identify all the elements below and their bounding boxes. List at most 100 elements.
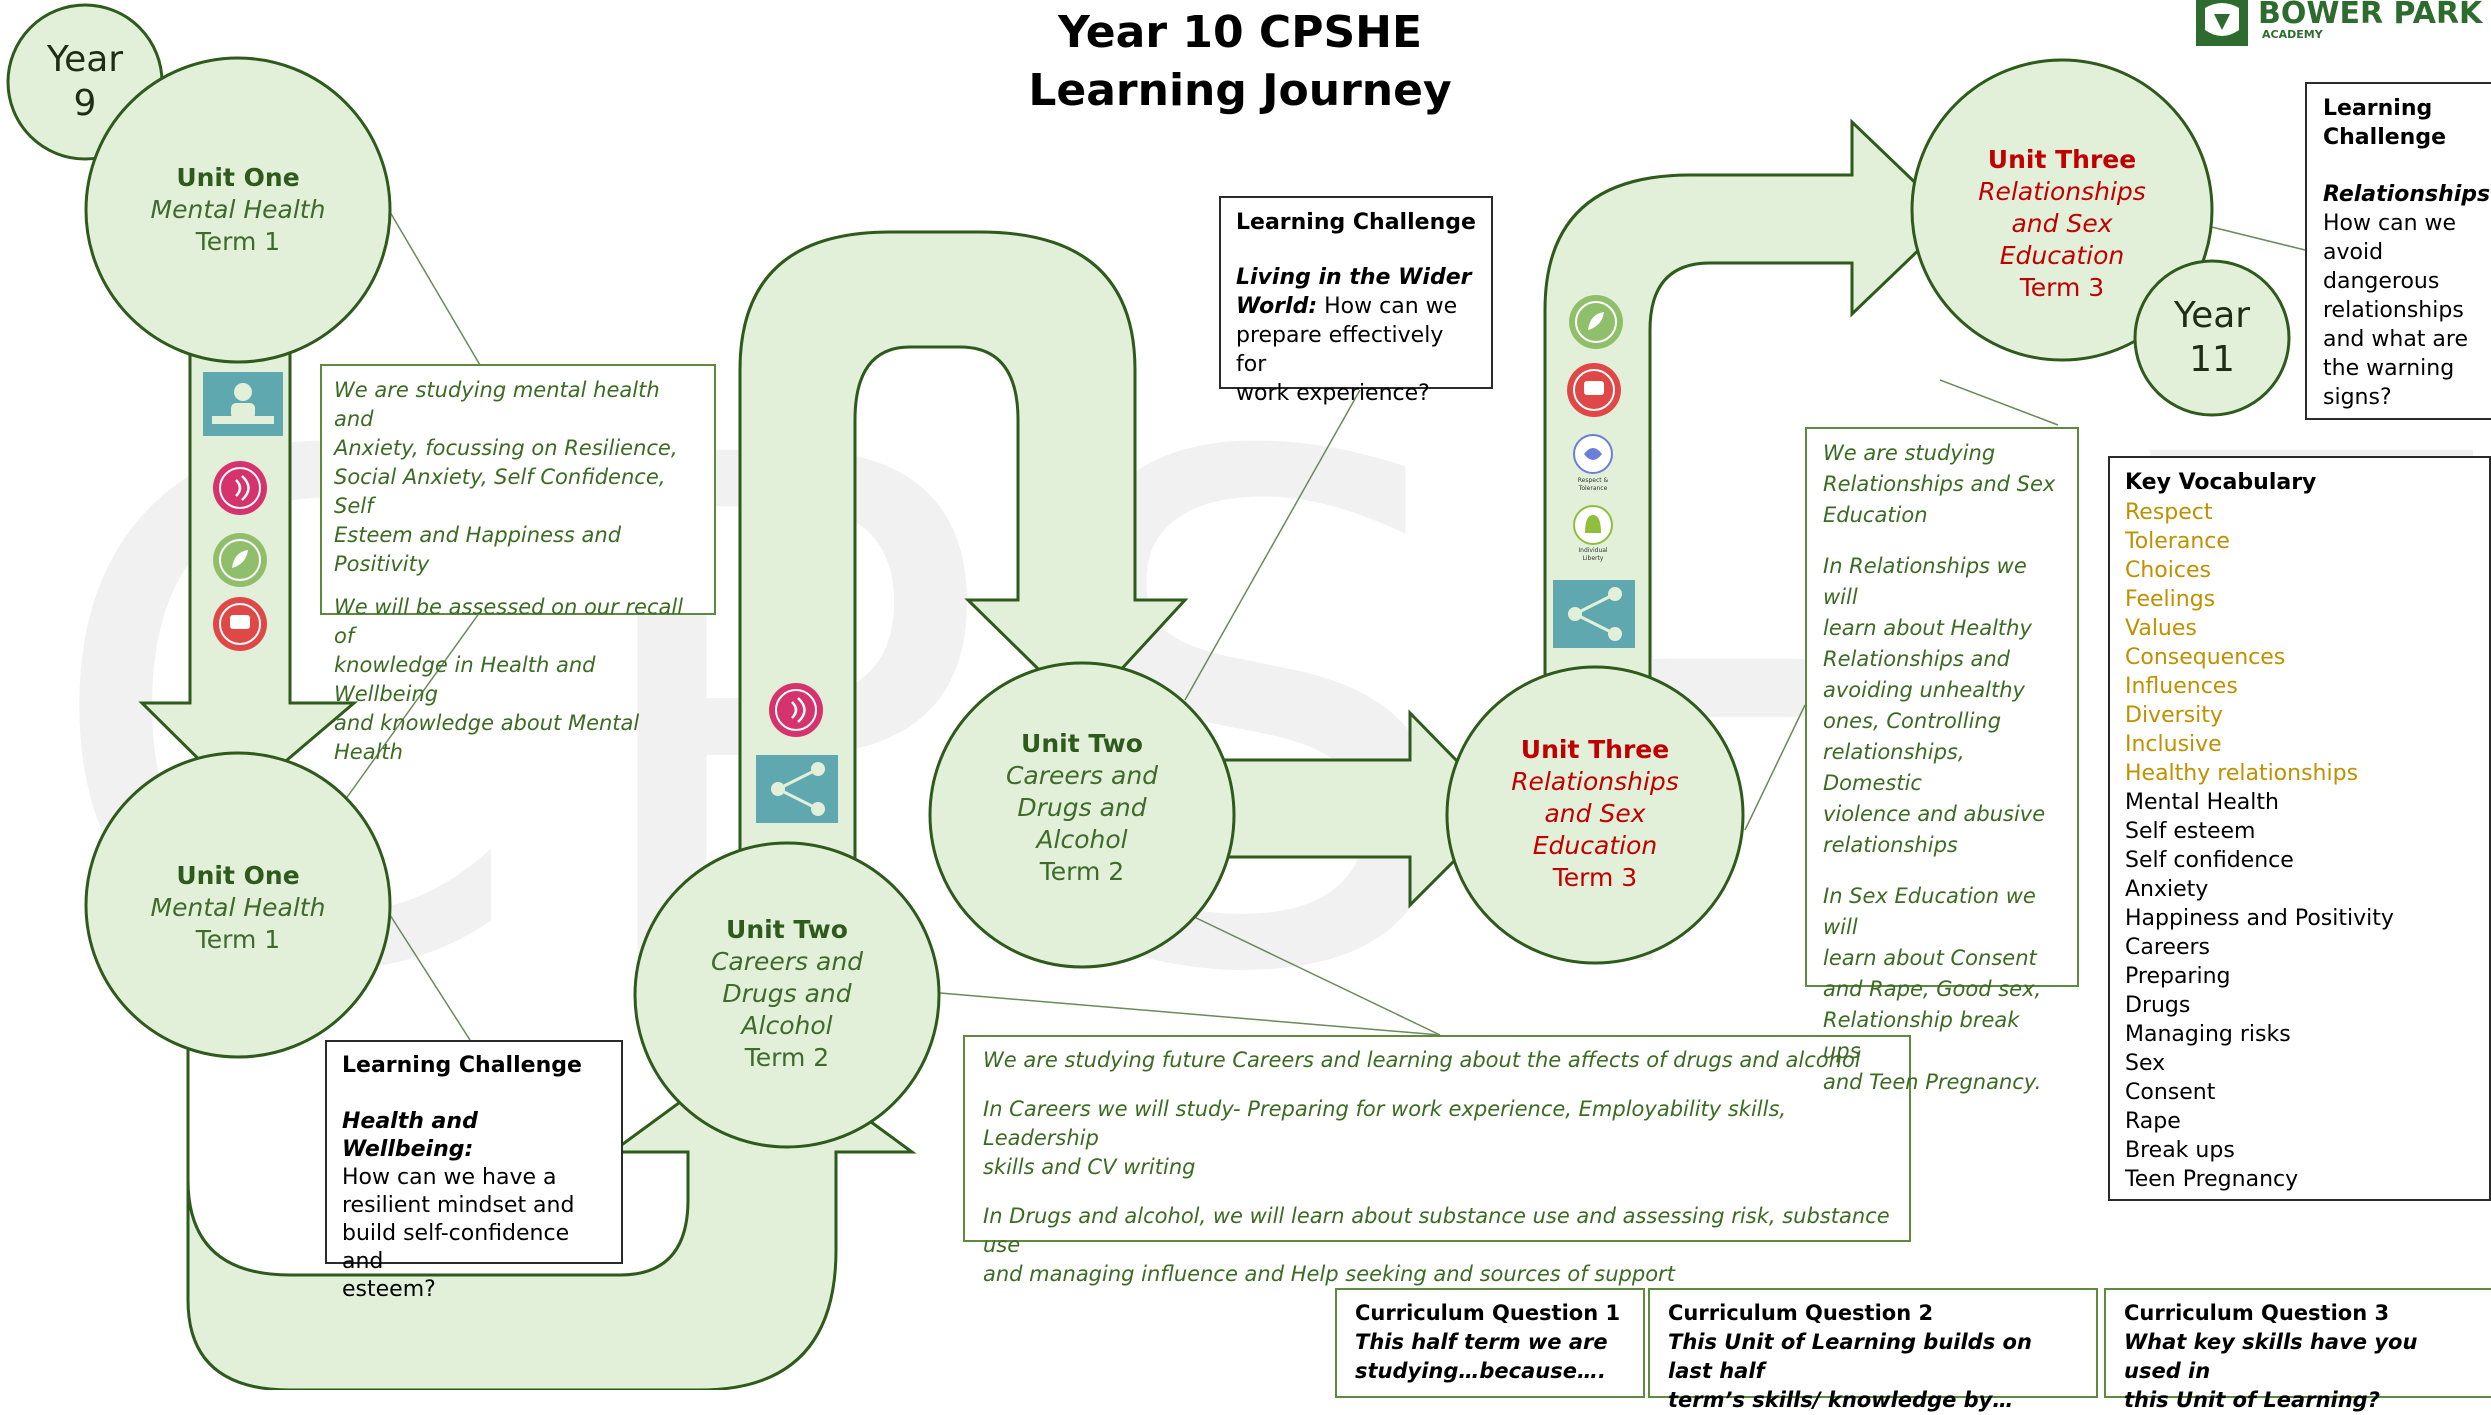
lc-question-line: resilient mindset and: [342, 1193, 575, 1218]
vocab-item: Consent: [2125, 1080, 2216, 1105]
unit-subject-line: and Sex: [2011, 209, 2113, 238]
info-line: and Teen Pregnancy.: [1823, 1070, 2042, 1094]
info-line: In Drugs and alcohol, we will learn abou…: [983, 1204, 1890, 1257]
mental-health-icon: [213, 533, 267, 587]
vocab-item: Self esteem: [2125, 819, 2256, 844]
lc-question-line: build self-confidence and: [342, 1221, 570, 1274]
teacher-desk-icon: [203, 372, 283, 436]
unit-one-bottom-circle: [84, 751, 392, 1059]
cq-heading: Curriculum Question 2: [1668, 1301, 1934, 1325]
unit-title: Unit Three: [1987, 145, 2137, 174]
curriculum-question-1: Curriculum Question 1 This half term we …: [1335, 1288, 1645, 1398]
unit-subject-line: Drugs and: [722, 979, 852, 1008]
vocab-item: Anxiety: [2125, 877, 2209, 902]
unit-term: Term 3: [1552, 863, 1638, 892]
vocab-item: Inclusive: [2125, 732, 2222, 757]
listening-icon: [769, 683, 823, 737]
unit-subject-line: Relationships: [1978, 177, 2146, 206]
curriculum-question-3: Curriculum Question 3 What key skills ha…: [2104, 1288, 2491, 1412]
unit-three-bottom-label: Unit Three Relationships and Sex Educati…: [1480, 734, 1710, 894]
unit-two-top-circle: [928, 661, 1236, 969]
lc-question-line: prepare effectively for: [1236, 323, 1444, 377]
unit-subject: Mental Health: [150, 893, 326, 922]
lc-topic-line: World:: [1236, 294, 1318, 319]
lc-question-line: the warning: [2323, 356, 2455, 381]
info-line: Relationship break ups: [1823, 1008, 2020, 1063]
unit-title: Unit One: [176, 861, 300, 890]
unit-two-top-label: Unit Two Careers and Drugs and Alcohol T…: [967, 728, 1197, 888]
vocab-item: Influences: [2125, 674, 2238, 699]
learning-challenge-health: Learning Challenge Health and Wellbeing:…: [325, 1040, 623, 1302]
unit-one-info-box: We are studying mental health and Anxiet…: [320, 364, 716, 764]
year-9-label: Year 9: [10, 38, 160, 126]
unit-subject: Mental Health: [150, 195, 326, 224]
unit-title: Unit One: [176, 163, 300, 192]
vocab-item: Diversity: [2125, 703, 2223, 728]
info-line: In Sex Education we will: [1823, 884, 2036, 939]
year-9-number: 9: [73, 83, 97, 124]
lc-question-line: signs?: [2323, 385, 2392, 410]
info-line: In Careers we will study- Preparing for …: [983, 1097, 1787, 1150]
unit-title: Unit Three: [1520, 735, 1670, 764]
info-line: learn about Healthy: [1823, 616, 2032, 640]
cq-heading: Curriculum Question 3: [2124, 1301, 2390, 1325]
info-line: We are studying: [1823, 441, 1996, 465]
cq-question-line: What key skills have you used in: [2124, 1330, 2418, 1383]
lc-heading-line: Challenge: [2323, 125, 2446, 150]
unit-term: Term 3: [2019, 273, 2105, 302]
vocab-item: Respect: [2125, 500, 2213, 525]
vocab-item: Preparing: [2125, 964, 2231, 989]
share-icon: [1553, 580, 1635, 648]
cq-question-line: This Unit of Learning builds on last hal…: [1668, 1330, 2032, 1383]
vocab-item: Healthy relationships: [2125, 761, 2359, 786]
lc-question-line: How can we: [1324, 294, 1458, 319]
lc-question-line: avoid: [2323, 240, 2384, 265]
year-11-label: Year 11: [2137, 294, 2287, 382]
vocab-item: Happiness and Positivity: [2125, 906, 2394, 931]
info-line: Social Anxiety, Self Confidence, Self: [334, 465, 666, 518]
info-line: knowledge in Health and Wellbeing: [334, 653, 596, 706]
unit-one-top-label: Unit One Mental Health Term 1: [108, 162, 368, 258]
info-line: We will be assessed on our recall of: [334, 595, 684, 648]
lc-question-line: How can we have a: [342, 1165, 557, 1190]
vocab-item: Consequences: [2125, 645, 2286, 670]
vocab-item: Self confidence: [2125, 848, 2294, 873]
curve-up-unit3: [1543, 118, 1955, 682]
unit-term: Term 1: [195, 227, 281, 256]
individual-liberty-icon: Individual Liberty: [1573, 505, 1613, 562]
info-line: ones, Controlling: [1823, 709, 2002, 733]
lc-question-line: dangerous: [2323, 269, 2440, 294]
info-line: and knowledge about Mental Health: [334, 711, 640, 764]
info-line: and Rape, Good sex,: [1823, 977, 2042, 1001]
vocab-item: Teen Pregnancy: [2125, 1167, 2299, 1192]
unit-three-bottom-circle: [1445, 665, 1745, 965]
year-11-circle: [2133, 259, 2291, 417]
unit-term: Term 2: [744, 1043, 830, 1072]
unit-subject-line: Alcohol: [1036, 825, 1128, 854]
info-line: skills and CV writing: [983, 1155, 1196, 1179]
vocab-item: Choices: [2125, 558, 2211, 583]
school-logo: [2196, 0, 2248, 46]
unit-two-bottom-circle: [633, 841, 941, 1149]
cq-question-line: this Unit of Learning?: [2124, 1388, 2380, 1412]
lc-question-line: work experience?: [1236, 381, 1430, 406]
info-line: violence and abusive: [1823, 802, 2046, 826]
vocab-heading: Key Vocabulary: [2125, 470, 2317, 495]
cq-question-line: term’s skills/ knowledge by…: [1668, 1388, 2014, 1412]
lc-question-line: relationships: [2323, 298, 2464, 323]
info-line: learn about Consent: [1823, 946, 2037, 970]
value-icons: Respect & Tolerance Individual Liberty: [203, 295, 1635, 823]
lc-heading: Learning Challenge: [342, 1053, 582, 1078]
info-line: Relationships and: [1823, 647, 2010, 671]
unit-subject-line: Alcohol: [741, 1011, 833, 1040]
learning-challenge-wider-world: Learning Challenge Living in the Wider W…: [1219, 196, 1493, 406]
unit-two-info-box: We are studying future Careers and learn…: [963, 1035, 1911, 1286]
respect-label-1: Respect &: [1578, 477, 1609, 484]
title-line-1: Year 10 CPSHE: [1057, 7, 1423, 58]
info-line: We are studying future Careers and learn…: [983, 1048, 1861, 1072]
vocab-item: Values: [2125, 616, 2197, 641]
lc-topic: Health and Wellbeing:: [342, 1109, 478, 1162]
